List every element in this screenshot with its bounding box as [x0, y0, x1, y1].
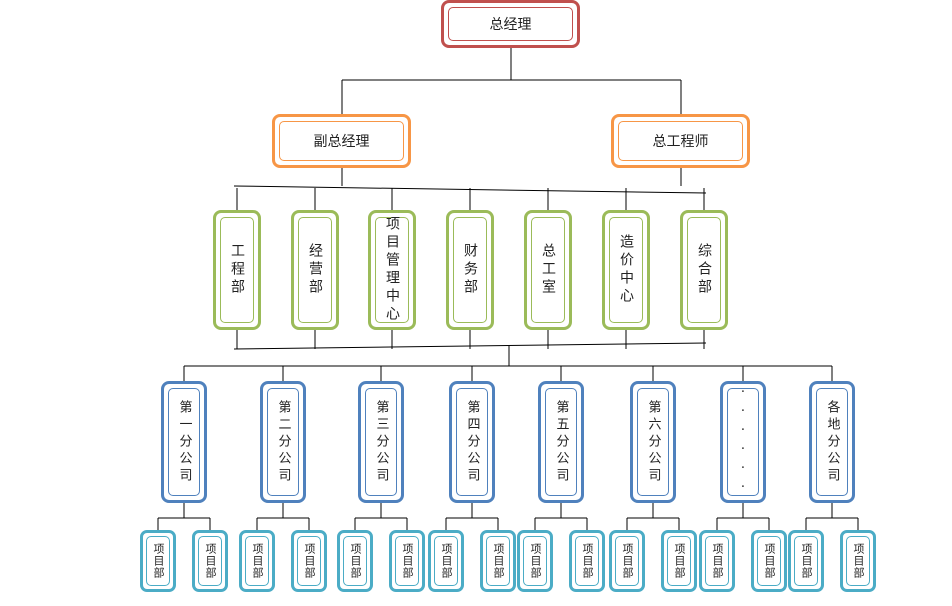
node-project-dept-8-2: 项目部 [840, 530, 876, 592]
node-business-dept-label: 经营部 [307, 243, 323, 297]
node-chief-engineer: 总工程师 [611, 114, 750, 168]
node-project-dept-2-2: 项目部 [291, 530, 327, 592]
node-branch-1: 第一分公司 [161, 381, 207, 503]
node-deputy-general-manager-label: 副总经理 [313, 134, 370, 150]
node-project-dept-8-2-label: 项目部 [852, 543, 865, 579]
node-project-dept-7-1-label: 项目部 [711, 543, 724, 579]
node-project-dept-7-2: 项目部 [751, 530, 787, 592]
node-project-dept-5-2: 项目部 [569, 530, 605, 592]
node-project-dept-5-1: 项目部 [517, 530, 553, 592]
node-project-dept-1-1-label: 项目部 [152, 543, 165, 579]
node-project-dept-6-1-label: 项目部 [621, 543, 634, 579]
node-project-dept-6-2-label: 项目部 [673, 543, 686, 579]
node-project-dept-4-2: 项目部 [480, 530, 516, 592]
node-branch-4-label: 第四分公司 [464, 399, 480, 485]
node-branch-1-label: 第一分公司 [176, 399, 192, 485]
node-finance-dept-label: 财务部 [462, 243, 478, 297]
node-deputy-general-manager: 副总经理 [272, 114, 411, 168]
connector-dept-bus-bottom [233, 342, 707, 350]
node-project-dept-1-2: 项目部 [192, 530, 228, 592]
node-project-dept-3-2-label: 项目部 [401, 543, 414, 579]
node-chief-engineer-office: 总工室 [524, 210, 572, 330]
node-general-affairs-dept: 综合部 [680, 210, 728, 330]
node-branch-5-label: 第五分公司 [553, 399, 569, 485]
node-branch-3-label: 第三分公司 [373, 399, 389, 485]
node-general-affairs-dept-label: 综合部 [696, 243, 712, 297]
node-business-dept: 经营部 [291, 210, 339, 330]
node-branch-7-label: ······ [735, 385, 751, 499]
node-finance-dept: 财务部 [446, 210, 494, 330]
node-project-dept-4-1: 项目部 [428, 530, 464, 592]
node-branch-4: 第四分公司 [449, 381, 495, 503]
node-project-dept-7-2-label: 项目部 [763, 543, 776, 579]
node-project-management-center: 项目管理中心 [368, 210, 416, 330]
node-project-dept-3-1-label: 项目部 [349, 543, 362, 579]
node-project-management-center-label: 项目管理中心 [384, 216, 400, 324]
node-branch-5: 第五分公司 [538, 381, 584, 503]
node-branch-8-label: 各地分公司 [824, 399, 840, 485]
node-chief-engineer-office-label: 总工室 [540, 243, 556, 297]
node-project-dept-2-1-label: 项目部 [251, 543, 264, 579]
node-project-dept-3-1: 项目部 [337, 530, 373, 592]
node-branch-2-label: 第二分公司 [275, 399, 291, 485]
node-project-dept-8-1-label: 项目部 [800, 543, 813, 579]
node-project-dept-6-1: 项目部 [609, 530, 645, 592]
node-project-dept-6-2: 项目部 [661, 530, 697, 592]
node-project-dept-2-2-label: 项目部 [303, 543, 316, 579]
node-project-dept-1-1: 项目部 [140, 530, 176, 592]
node-branch-8: 各地分公司 [809, 381, 855, 503]
node-project-dept-5-1-label: 项目部 [529, 543, 542, 579]
node-branch-6: 第六分公司 [630, 381, 676, 503]
node-branch-6-label: 第六分公司 [645, 399, 661, 485]
node-engineering-dept-label: 工程部 [229, 243, 245, 297]
node-project-dept-7-1: 项目部 [699, 530, 735, 592]
node-project-dept-4-1-label: 项目部 [440, 543, 453, 579]
node-cost-center: 造价中心 [602, 210, 650, 330]
node-project-dept-2-1: 项目部 [239, 530, 275, 592]
node-branch-3: 第三分公司 [358, 381, 404, 503]
node-engineering-dept: 工程部 [213, 210, 261, 330]
node-chief-engineer-label: 总工程师 [652, 134, 709, 150]
node-project-dept-8-1: 项目部 [788, 530, 824, 592]
node-project-dept-1-2-label: 项目部 [204, 543, 217, 579]
node-branch-7: ······ [720, 381, 766, 503]
node-project-dept-4-2-label: 项目部 [492, 543, 505, 579]
node-branch-2: 第二分公司 [260, 381, 306, 503]
node-cost-center-label: 造价中心 [618, 234, 634, 306]
node-project-dept-5-2-label: 项目部 [581, 543, 594, 579]
node-general-manager-label: 总经理 [489, 17, 532, 33]
node-project-dept-3-2: 项目部 [389, 530, 425, 592]
node-general-manager: 总经理 [441, 0, 580, 48]
